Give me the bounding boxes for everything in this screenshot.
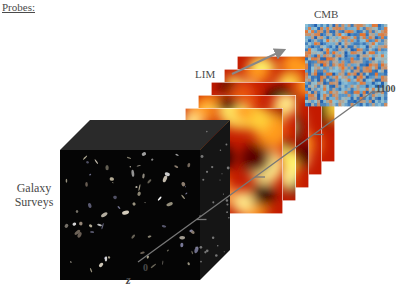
title: Probes: bbox=[2, 1, 35, 13]
axis-value: 0 bbox=[143, 262, 148, 273]
label-wrap: CMB bbox=[314, 8, 338, 21]
label-wrap: LIM bbox=[195, 68, 215, 81]
probe-label: LIM bbox=[195, 68, 215, 80]
label-wrap: 1100 bbox=[376, 83, 395, 95]
label-wrap: z bbox=[126, 274, 131, 288]
galaxy-cube bbox=[60, 120, 230, 280]
label-wrap: Galaxy Surveys bbox=[10, 182, 58, 210]
title-wrap: Probes: bbox=[2, 1, 35, 13]
probe-label: CMB bbox=[314, 8, 338, 20]
label-wrap: 0 bbox=[143, 262, 148, 274]
cmb-map bbox=[305, 24, 387, 106]
probe-label: Galaxy Surveys bbox=[15, 181, 54, 209]
redshift-axis bbox=[138, 92, 382, 262]
axis-value: 1100 bbox=[376, 83, 395, 94]
axis-name: z bbox=[126, 273, 131, 287]
lim-arrow bbox=[232, 50, 284, 74]
